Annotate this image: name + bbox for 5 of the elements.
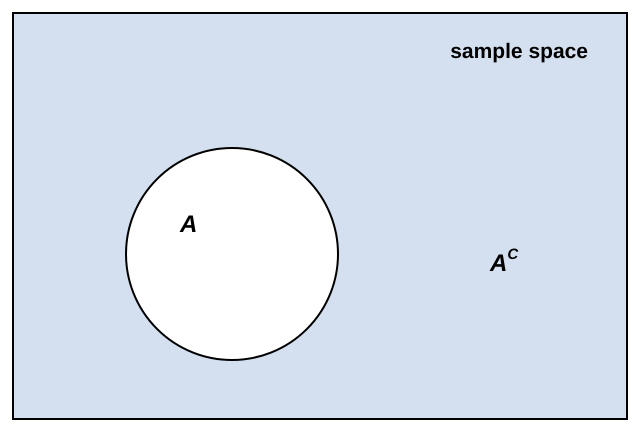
sample-space-rectangle [12, 12, 628, 420]
event-circle [125, 147, 339, 361]
complement-label: A$^{C}$ [490, 250, 518, 278]
sample-space-label: sample space [450, 40, 588, 64]
event-label: A [180, 211, 198, 239]
